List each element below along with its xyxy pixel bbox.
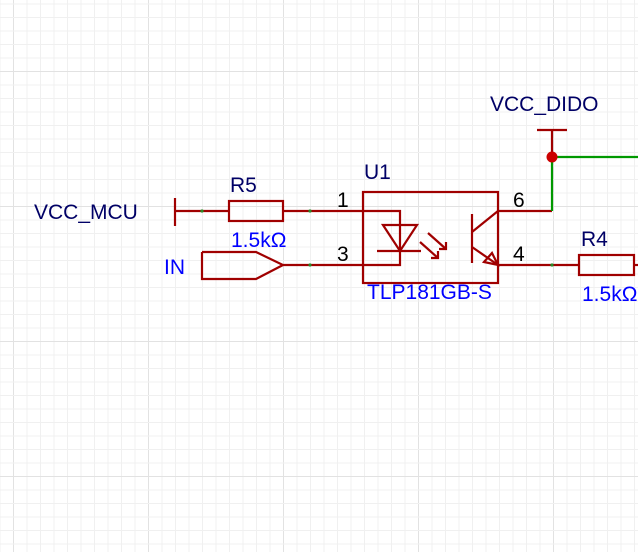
net-label-vcc-mcu: VCC_MCU — [34, 201, 138, 224]
connection-point — [550, 263, 554, 267]
light-emission-arrows-icon — [419, 232, 448, 260]
resistor-r5[interactable]: R5 1.5kΩ — [227, 174, 286, 252]
u1-pin-4-label: 4 — [513, 243, 525, 266]
input-port-shape — [200, 250, 286, 281]
phototransistor-icon — [470, 210, 501, 267]
u1-pin-3-label: 3 — [337, 243, 349, 266]
connection-point — [200, 209, 204, 213]
power-port-vcc-mcu[interactable]: VCC_MCU — [34, 198, 229, 226]
u1-pin-6-label: 6 — [513, 189, 525, 212]
optocoupler-u1[interactable]: U1 TLP181GB-S 1 3 6 4 — [337, 161, 525, 304]
u1-pin-1-label: 1 — [337, 189, 349, 212]
u1-body[interactable] — [361, 190, 500, 285]
r5-value: 1.5kΩ — [231, 229, 286, 252]
u1-part-number: TLP181GB-S — [367, 281, 492, 304]
input-port-in[interactable]: IN — [164, 250, 286, 281]
net-label-vcc-dido: VCC_DIDO — [490, 93, 599, 116]
port-label-in: IN — [164, 256, 185, 279]
r4-value: 1.5kΩ — [582, 283, 637, 306]
led-icon — [363, 209, 421, 267]
r5-designator: R5 — [230, 174, 257, 197]
r4-designator: R4 — [581, 228, 608, 251]
u1-designator: U1 — [364, 161, 391, 184]
connection-point — [308, 263, 312, 267]
connection-point — [308, 209, 312, 213]
junction-dot — [546, 151, 558, 163]
resistor-r4[interactable]: R4 1.5kΩ — [577, 228, 638, 306]
resistor-r4-body[interactable] — [577, 253, 636, 277]
